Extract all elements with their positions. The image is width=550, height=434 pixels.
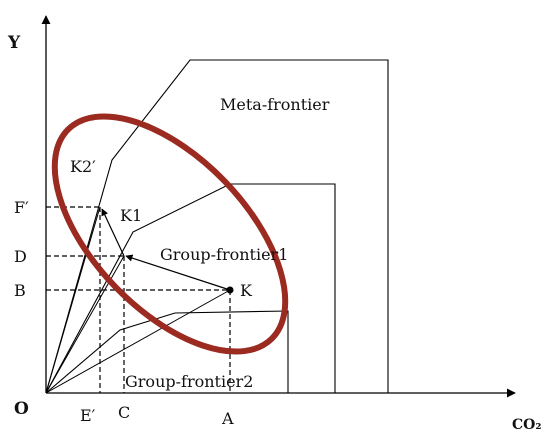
point-k-label: K	[240, 281, 253, 300]
group-frontier1-label: Group-frontier1	[160, 245, 288, 264]
ray-to-k1	[45, 255, 125, 394]
ray-to-k	[45, 289, 231, 394]
x-tick-e-prime: E′	[80, 406, 96, 425]
y-axis-label: Y	[7, 33, 21, 53]
x-tick-c: C	[118, 403, 130, 422]
meta-frontier-label: Meta-frontier	[220, 95, 330, 114]
group-frontier2-label: Group-frontier2	[125, 372, 253, 391]
arrow-k-to-k1	[125, 254, 231, 291]
x-tick-a: A	[221, 409, 234, 428]
point-k2-label: K2′	[70, 157, 96, 176]
y-tick-b: B	[14, 281, 26, 300]
x-axis-label: CO₂	[512, 417, 541, 433]
y-tick-d: D	[14, 247, 27, 266]
arrow-k1-to-k2	[101, 208, 125, 257]
meta-frontier-line	[45, 59, 389, 394]
point-k-dot	[226, 286, 234, 294]
point-k1-label: K1	[120, 206, 142, 225]
ray-to-k2	[45, 206, 101, 394]
y-tick-f-prime: F′	[14, 198, 29, 217]
group-frontier1-line	[45, 183, 336, 394]
group-frontier2-line	[45, 310, 289, 394]
highlight-ellipse	[51, 113, 289, 355]
origin-label: O	[14, 399, 29, 419]
